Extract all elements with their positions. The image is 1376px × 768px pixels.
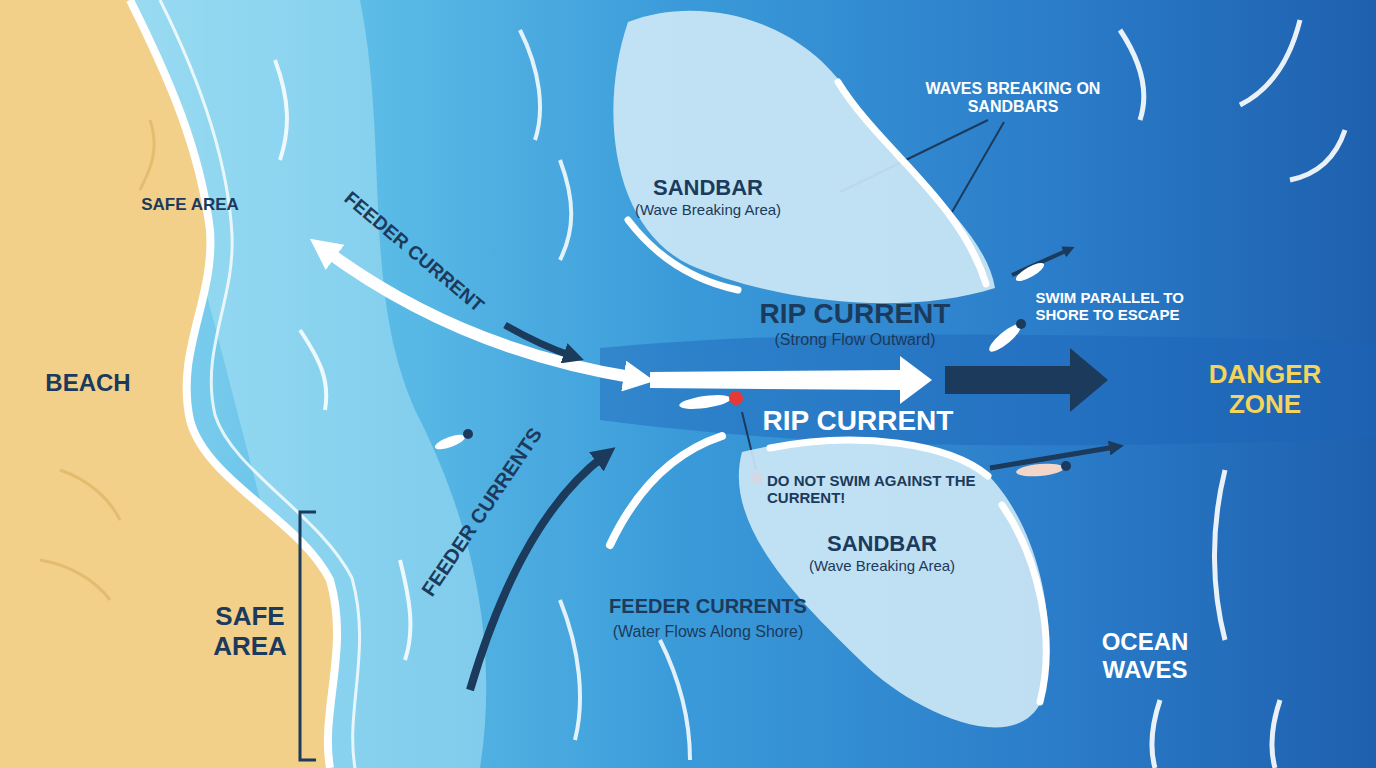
swimmer	[1016, 461, 1071, 478]
swimmer-head	[1061, 461, 1071, 471]
current-subtitle: (Strong Flow Outward)	[775, 331, 936, 349]
swimmer-body	[433, 432, 466, 452]
rip-arrow	[650, 356, 932, 404]
breaking-wave	[770, 440, 988, 476]
shore-foam	[160, 0, 360, 768]
sandbar-fill	[739, 441, 1049, 727]
sandbar-subtitle: (Wave Breaking Area)	[635, 201, 781, 218]
sandbar-text: SANDBAR(Wave Breaking Area)	[809, 531, 955, 574]
current-label: FEEDER CURRENTS	[609, 595, 807, 618]
escape-note: SWIM PARALLEL TO SHORE TO ESCAPE	[1036, 289, 1201, 324]
breaking-wave	[838, 82, 986, 284]
shore-foam	[130, 0, 337, 768]
current-label: RIP CURRENT	[763, 405, 954, 437]
bracket	[300, 512, 316, 760]
current-subtitle: (Water Flows Along Shore)	[613, 623, 804, 641]
feeder-swirl	[610, 436, 722, 545]
feeder-arrow	[505, 325, 572, 356]
zone-label: DANGER ZONE	[1195, 360, 1335, 420]
breaking-wave	[1002, 505, 1046, 702]
swimmer-arrow	[1012, 250, 1068, 275]
swimmer	[986, 319, 1026, 355]
area-label: SAFE AREA	[200, 602, 300, 662]
swimmer-body	[678, 392, 731, 411]
sand-ripples	[40, 120, 154, 600]
area-label: OCEAN WAVES	[1080, 628, 1210, 683]
swimmer-head	[463, 429, 473, 439]
feeder-arrow	[325, 250, 636, 378]
sandbar-heading: SANDBAR	[809, 531, 955, 557]
rip-arrow	[945, 348, 1108, 412]
sandbar-shape	[596, 0, 1006, 320]
sandbar-fill	[613, 11, 995, 303]
sandbar: SANDBAR(Wave Breaking Area)	[596, 0, 1006, 320]
area-label: SAFE AREA	[141, 195, 239, 215]
swimmer-body	[1014, 260, 1047, 285]
rip-channel	[600, 334, 1376, 445]
callout-label: WAVES BREAKING ON SANDBARS	[913, 80, 1113, 117]
wave-crests	[1120, 20, 1345, 768]
sandbar-text: SANDBAR(Wave Breaking Area)	[635, 175, 781, 218]
warning-note: DO NOT SWIM AGAINST THE CURRENT!	[767, 472, 977, 507]
swimmer	[1014, 260, 1047, 285]
swimmer	[678, 391, 743, 412]
swimmer	[433, 429, 473, 452]
sandbar-subtitle: (Wave Breaking Area)	[809, 557, 955, 574]
current-label: RIP CURRENT	[760, 298, 951, 330]
swimmer-body	[1016, 462, 1065, 478]
breaking-wave	[628, 220, 738, 290]
swimmer-cap	[729, 391, 743, 405]
swimmer-head	[1016, 319, 1026, 329]
sandbar-heading: SANDBAR	[635, 175, 781, 201]
area-label: BEACH	[45, 369, 130, 397]
